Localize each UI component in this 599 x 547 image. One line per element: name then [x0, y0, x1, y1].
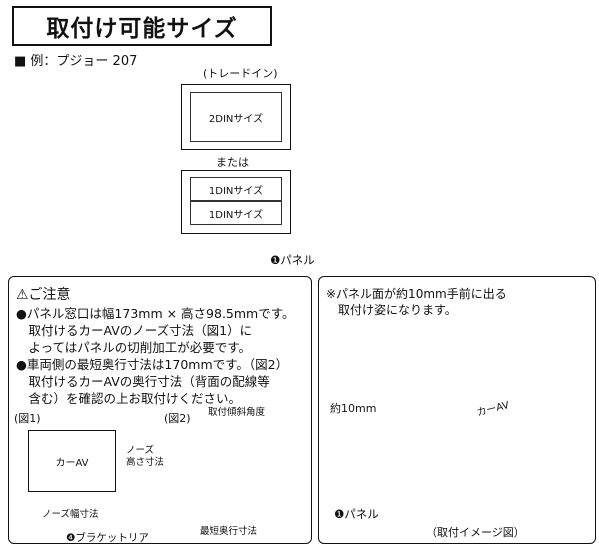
install-10mm: 約10mm: [330, 402, 377, 415]
caution-line-1: ●パネル窓口は幅173mm × 高さ98.5mmです。: [16, 306, 295, 321]
caution-line-3: よってはパネルの切削加工が必要です。: [16, 340, 252, 355]
fig2-tilt: 取付傾斜角度: [208, 407, 266, 418]
install-note-1: ※パネル面が約10mm手前に出る: [326, 287, 507, 301]
trade-in-label: (トレードイン): [203, 67, 278, 80]
caution-frame: [8, 276, 312, 544]
din2-panel: 2DINサイズ: [181, 84, 291, 150]
din1-label-a: 1DINサイズ: [190, 177, 282, 201]
fig1-label: (図1): [14, 412, 41, 425]
caution-line-5: 取付けるカーAVの奥行寸法（背面の配線等: [16, 374, 270, 389]
or-label: または: [216, 156, 249, 169]
caution-line-6: 含む）を確認の上お取付けください。: [16, 391, 242, 406]
din2-label: 2DINサイズ: [190, 92, 282, 142]
fig1-car-av: カーAV: [28, 430, 116, 492]
fig2-min-depth: 最短奥行寸法: [200, 526, 258, 537]
install-caption: （取付イメージ図）: [426, 526, 525, 539]
install-panel-label: ❶パネル: [334, 507, 379, 521]
fig1-nose-height: ノーズ 高さ寸法: [126, 445, 165, 468]
caution-line-2: 取付けるカーAVのノーズ寸法（図1）に: [16, 323, 253, 338]
caution-heading: ⚠ご注意: [16, 287, 71, 303]
din1-panel: 1DINサイズ 1DINサイズ: [181, 170, 291, 234]
page-title: 取付け可能サイズ: [12, 6, 272, 46]
panel-label-top: ❶パネル: [270, 253, 315, 267]
fig2-label: (図2): [164, 412, 191, 425]
install-frame: [318, 276, 596, 544]
fig1-nose-width: ノーズ幅寸法: [42, 509, 99, 520]
caution-line-4: ●車両側の最短奥行寸法は170mmです。（図2）: [16, 357, 289, 372]
din1-label-b: 1DINサイズ: [190, 201, 282, 225]
fig2-bracket: ❹ブラケットリア: [66, 532, 149, 544]
install-note-2: 取付け姿になります。: [326, 303, 457, 317]
example-label: ■ 例：プジョー 207: [14, 54, 138, 69]
